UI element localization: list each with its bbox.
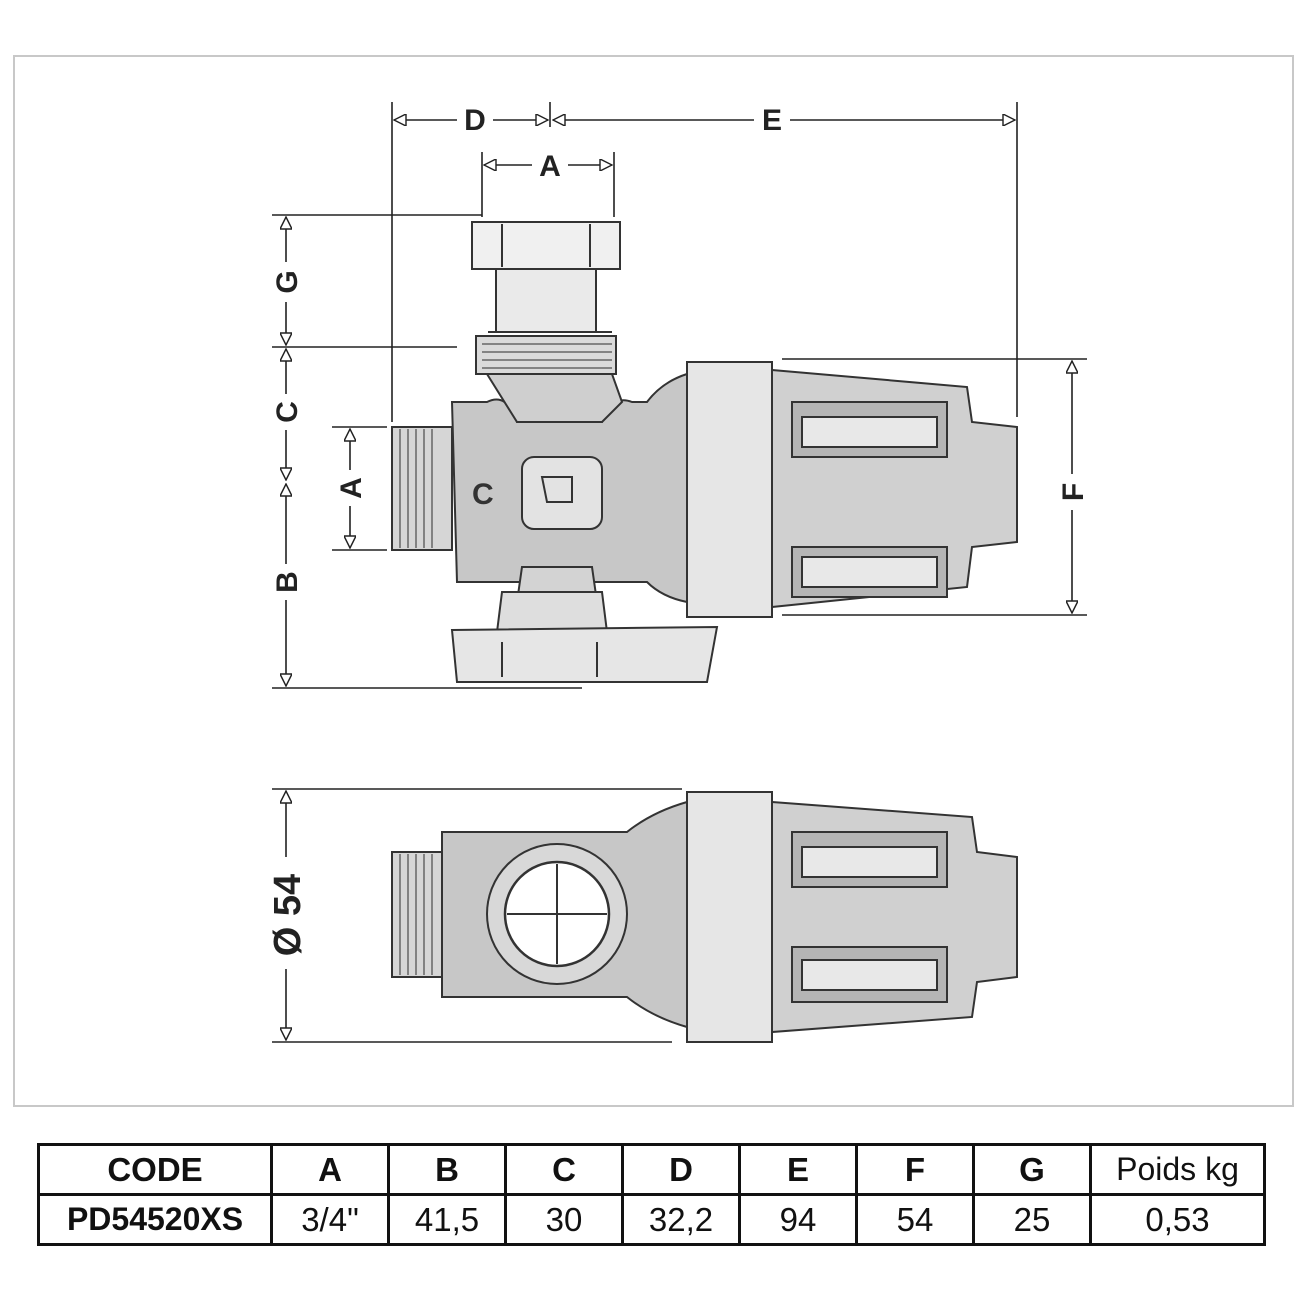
cell-a: 3/4" [270, 1193, 390, 1246]
side-view: C [391, 221, 1018, 683]
dim-label-e: E [762, 104, 782, 137]
cell-weight: 0,53 [1089, 1193, 1266, 1246]
dim-label-g: G [271, 270, 304, 293]
technical-drawing-frame: C [13, 55, 1294, 1107]
table-row: PD54520XS 3/4" 41,5 30 32,2 94 54 25 0,5… [37, 1193, 1266, 1246]
header-code: CODE [37, 1143, 273, 1196]
cell-code: PD54520XS [37, 1193, 273, 1246]
header-weight: Poids kg [1089, 1143, 1266, 1196]
header-g: G [972, 1143, 1092, 1196]
dim-label-b: B [271, 571, 304, 593]
dim-label-c: C [271, 401, 304, 423]
specification-table: CODE A B C D E F G Poids kg PD54520XS 3/… [37, 1143, 1266, 1246]
cell-b: 41,5 [387, 1193, 507, 1246]
dimension-labels: D E A G C B A F Ø 54 [266, 102, 1090, 969]
header-e: E [738, 1143, 858, 1196]
header-a: A [270, 1143, 390, 1196]
cell-f: 54 [855, 1193, 975, 1246]
cell-d: 32,2 [621, 1193, 741, 1246]
header-c: C [504, 1143, 624, 1196]
dim-label-diameter: Ø 54 [267, 874, 309, 956]
header-b: B [387, 1143, 507, 1196]
dim-label-f: F [1057, 483, 1090, 501]
dim-label-a-side: A [335, 477, 368, 499]
dim-label-a-top: A [539, 150, 561, 183]
cell-g: 25 [972, 1193, 1092, 1246]
table-header-row: CODE A B C D E F G Poids kg [37, 1143, 1266, 1196]
cell-c: 30 [504, 1193, 624, 1246]
dim-label-d: D [464, 104, 486, 137]
top-view [391, 791, 1018, 1043]
cell-e: 94 [738, 1193, 858, 1246]
header-d: D [621, 1143, 741, 1196]
svg-text:C: C [472, 478, 494, 511]
header-f: F [855, 1143, 975, 1196]
